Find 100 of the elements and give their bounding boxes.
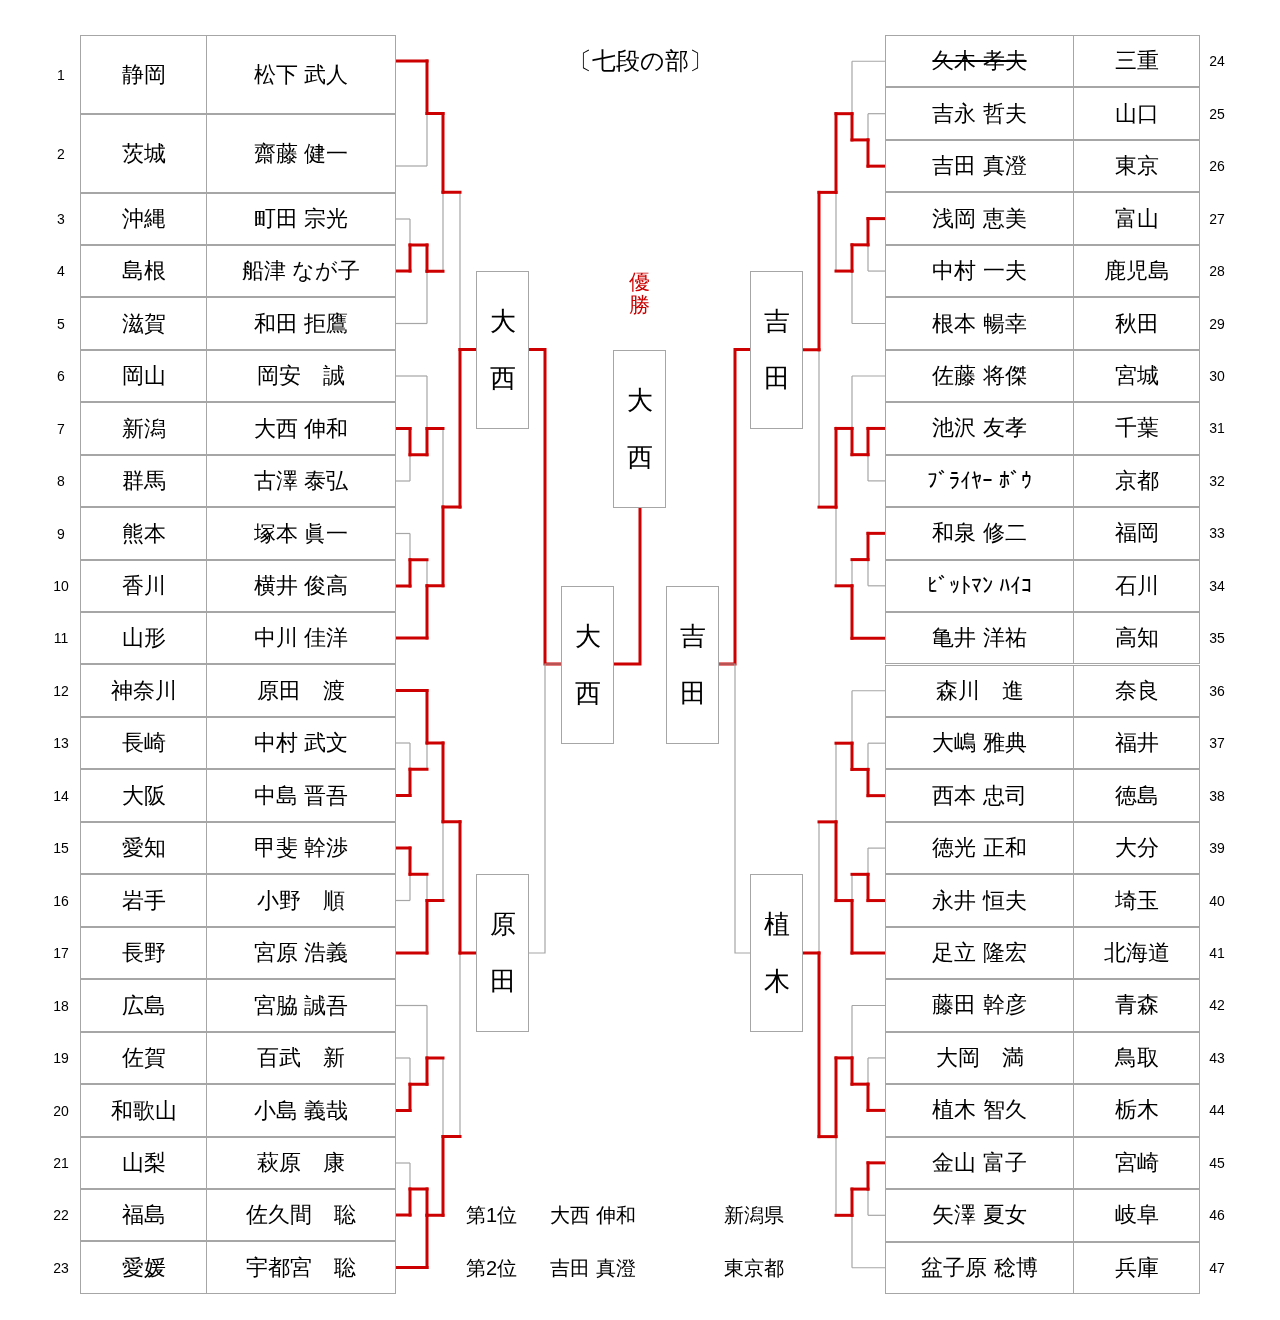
bracket-connector [529, 348, 561, 666]
seed-number: 26 [1208, 157, 1226, 176]
winner-box [613, 350, 666, 508]
seed-number: 36 [1208, 681, 1226, 700]
bracket-connector [719, 348, 750, 666]
prefecture-cell: 北海道 [1073, 926, 1200, 980]
winner-box [750, 271, 803, 429]
section-title: 〔七段の部〕 [566, 46, 714, 76]
player-name-cell: 佐藤 将傑 [885, 349, 1074, 403]
prefecture-cell: 鳥取 [1073, 1031, 1200, 1085]
seed-number: 15 [52, 839, 70, 857]
seed-number: 32 [1208, 471, 1226, 490]
seed-number: 4 [56, 262, 66, 280]
seed-number: 25 [1208, 104, 1226, 123]
prefecture-cell: 長野 [80, 927, 207, 979]
prefecture-cell: 大阪 [80, 769, 207, 822]
prefecture-cell: 栃木 [1073, 1084, 1200, 1137]
seed-number: 22 [52, 1206, 70, 1224]
seed-number: 39 [1208, 839, 1226, 858]
prefecture-cell: 神奈川 [80, 664, 207, 717]
seed-number: 12 [52, 681, 70, 700]
player-name-cell: ﾌﾞﾗｲﾔｰ ﾎﾞｳ [885, 454, 1074, 508]
prefecture-cell: 沖縄 [80, 193, 207, 245]
player-name-cell: 吉永 哲夫 [885, 87, 1074, 140]
seed-number: 38 [1208, 786, 1226, 805]
player-name-cell: 徳光 正和 [885, 821, 1074, 875]
seed-number: 37 [1208, 734, 1226, 753]
prefecture-cell: 愛知 [80, 822, 207, 874]
seed-number: 8 [56, 472, 66, 490]
player-name-cell: 宮原 浩義 [206, 927, 396, 979]
seed-number: 17 [52, 944, 70, 962]
player-name-cell: 大西 伸和 [206, 402, 396, 455]
champion-label: 優勝 [629, 270, 650, 317]
player-name-cell: 中村 一夫 [885, 244, 1074, 298]
player-name-cell: 宮脇 誠吾 [206, 979, 396, 1032]
prefecture-cell: 秋田 [1073, 297, 1200, 350]
player-name-cell: 足立 隆宏 [885, 926, 1074, 980]
prefecture-cell: 群馬 [80, 455, 207, 507]
player-name-cell: 大嶋 雅典 [885, 716, 1074, 770]
player-name-cell: 金山 富子 [885, 1136, 1074, 1190]
bracket-connector [614, 508, 642, 666]
player-name-cell: 齋藤 健一 [206, 114, 396, 193]
player-name-cell: 大岡 満 [885, 1031, 1074, 1085]
player-name-cell: 中村 武文 [206, 717, 396, 769]
player-name-cell: 中島 晋吾 [206, 769, 396, 822]
prefecture-cell: 長崎 [80, 717, 207, 769]
seed-number: 14 [52, 786, 70, 805]
prefecture-cell: 奈良 [1073, 664, 1200, 717]
player-name-cell: 小島 義哉 [206, 1084, 396, 1137]
seed-number: 2 [56, 144, 66, 163]
seed-number: 41 [1208, 944, 1226, 962]
winner-name: 植木 [763, 907, 790, 998]
player-name-cell: 百武 新 [206, 1032, 396, 1084]
prefecture-cell: 山口 [1073, 87, 1200, 140]
seed-number: 47 [1208, 1258, 1226, 1277]
seed-number: 6 [56, 367, 66, 385]
seed-number: 43 [1208, 1048, 1226, 1067]
winner-box [750, 874, 803, 1032]
player-name-cell: 西本 忠司 [885, 769, 1074, 822]
player-name-cell: 古澤 泰弘 [206, 455, 396, 507]
winner-box [666, 586, 719, 744]
prefecture-cell: 広島 [80, 979, 207, 1032]
player-name-cell: 船津 なが子 [206, 245, 396, 297]
winner-box [476, 874, 529, 1032]
player-name-cell: 横井 俊高 [206, 560, 396, 612]
seed-number: 29 [1208, 314, 1226, 333]
prefecture-cell: 香川 [80, 560, 207, 612]
player-name-cell: 小野 順 [206, 874, 396, 927]
result-text: 新潟県 [724, 1203, 784, 1227]
bracket-connector [528, 663, 562, 954]
winner-name: 吉田 [679, 619, 706, 710]
player-name-cell: 矢澤 夏女 [885, 1189, 1074, 1242]
seed-number: 1 [56, 65, 66, 84]
seed-number: 24 [1208, 52, 1226, 71]
seed-number: 18 [52, 996, 70, 1015]
prefecture-cell: 宮城 [1073, 349, 1200, 403]
prefecture-cell: 埼玉 [1073, 874, 1200, 927]
player-name-cell: 中川 佳洋 [206, 612, 396, 664]
seed-number: 21 [52, 1154, 70, 1172]
prefecture-cell: 千葉 [1073, 402, 1200, 455]
seed-number: 3 [56, 210, 66, 228]
prefecture-cell: 静岡 [80, 35, 207, 114]
winner-name: 吉田 [763, 304, 790, 395]
prefecture-cell: 島根 [80, 245, 207, 297]
prefecture-cell: 富山 [1073, 192, 1200, 245]
prefecture-cell: 和歌山 [80, 1084, 207, 1137]
seed-number: 13 [52, 734, 70, 752]
prefecture-cell: 岡山 [80, 350, 207, 402]
prefecture-cell: 京都 [1073, 454, 1200, 508]
player-name-cell: 松下 武人 [206, 35, 396, 114]
prefecture-cell: 高知 [1073, 612, 1200, 665]
result-text: 吉田 真澄 [550, 1256, 636, 1280]
prefecture-cell: 青森 [1073, 979, 1200, 1032]
seed-number: 31 [1208, 419, 1226, 438]
prefecture-cell: 岩手 [80, 874, 207, 927]
player-name-cell: 岡安 誠 [206, 350, 396, 402]
seed-number: 11 [52, 629, 70, 647]
player-name-cell: 佐久間 聡 [206, 1189, 396, 1241]
winner-name: 大西 [626, 383, 653, 474]
player-name-cell: 和泉 修二 [885, 507, 1074, 560]
